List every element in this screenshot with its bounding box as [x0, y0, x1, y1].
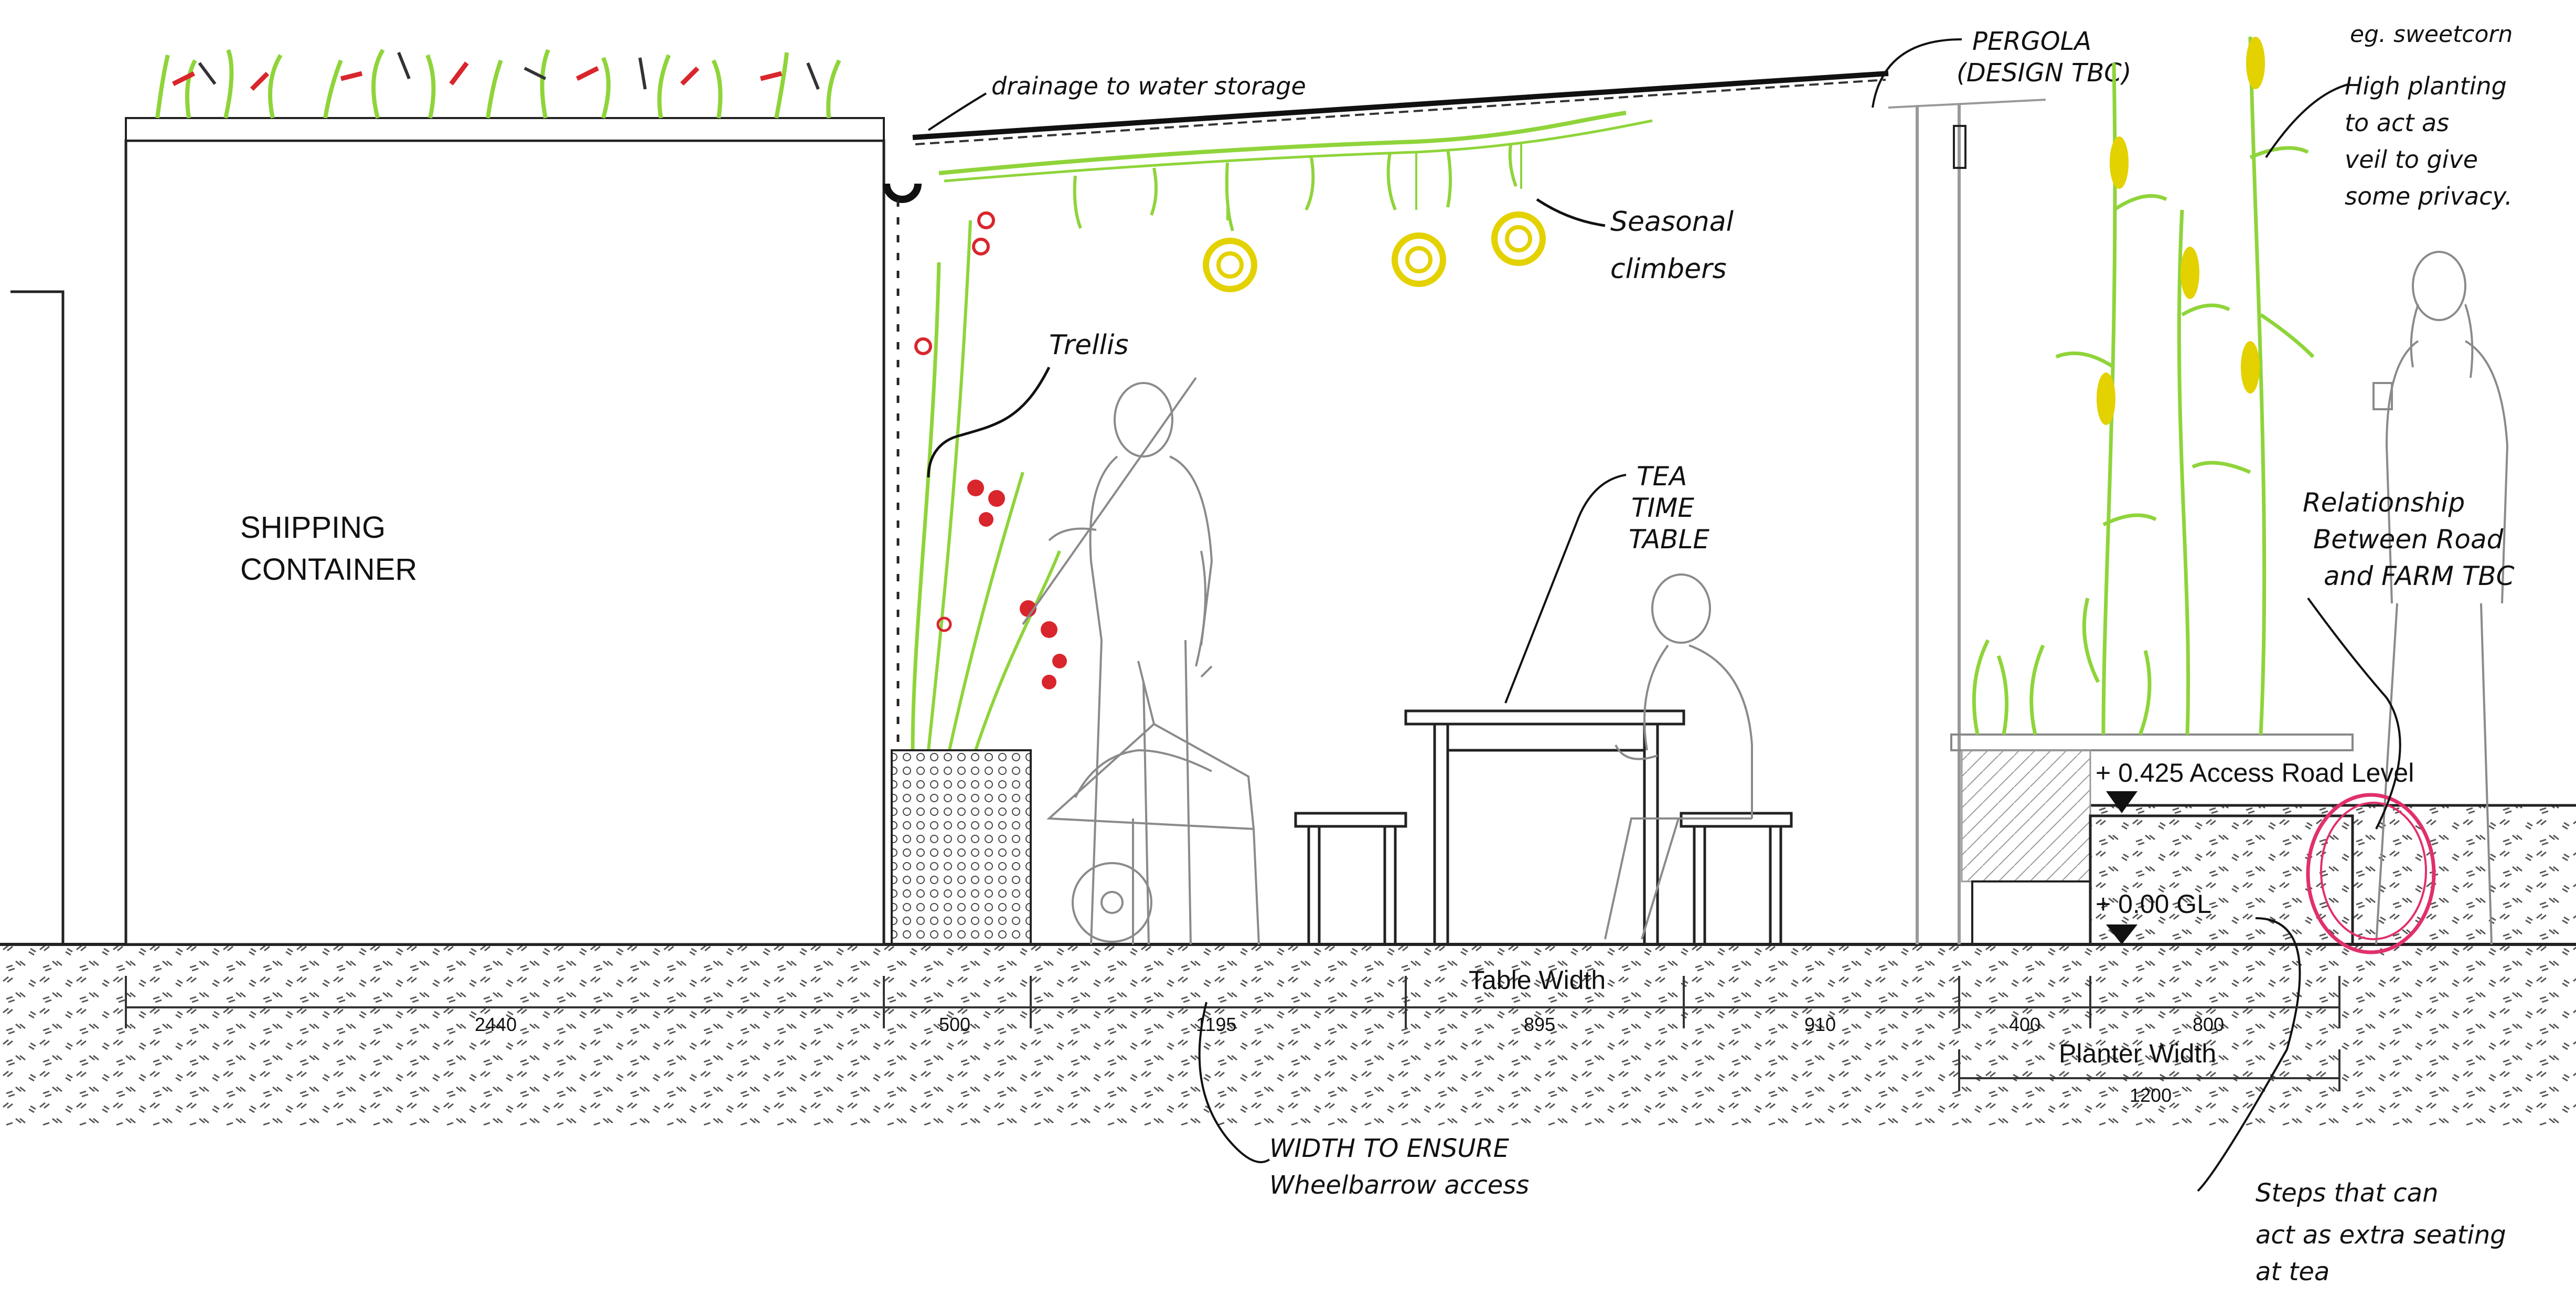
- dim-895: 895: [1524, 1014, 1555, 1035]
- dim-1200: 1200: [2130, 1084, 2172, 1106]
- high-planting-label-3: veil to give: [2345, 145, 2478, 174]
- planter-box: [891, 749, 1032, 945]
- tea-table-label-3: TABLE: [1629, 524, 1709, 555]
- sweetcorn-label: eg. sweetcorn: [2350, 21, 2513, 48]
- climbers-label-2: climbers: [1610, 253, 1727, 285]
- shipping-container: SHIPPING CONTAINER: [10, 48, 885, 946]
- drainage-label: drainage to water storage: [991, 72, 1306, 100]
- wheelbarrow: [1046, 661, 1260, 945]
- pergola-label-1: PERGOLA: [1972, 27, 2091, 56]
- dim-planter-width: Planter Width: [2059, 1039, 2216, 1068]
- pergola-structure: [883, 71, 2046, 944]
- access-road-level: + 0.425 Access Road Level: [2096, 758, 2414, 788]
- dim-500: 500: [939, 1014, 970, 1035]
- dim-400: 400: [2009, 1014, 2040, 1035]
- relationship-label-1: Relationship: [2303, 487, 2465, 518]
- dim-2440: 2440: [475, 1014, 517, 1035]
- ground-level: + 0.00 GL: [2096, 889, 2211, 919]
- high-planting-label-2: to act as: [2345, 109, 2449, 137]
- gardener-figure: [1022, 377, 1213, 945]
- trellis-label: Trellis: [1049, 329, 1129, 361]
- high-planting-label-4: some privacy.: [2345, 182, 2513, 210]
- standing-figure: [2372, 251, 2509, 945]
- container-label-2: CONTAINER: [240, 552, 417, 587]
- raised-planter: [1950, 733, 2354, 945]
- dim-910: 910: [1804, 1014, 1836, 1035]
- climber-flower-3: [1491, 211, 1546, 266]
- relationship-label-3: and FARM TBC: [2324, 561, 2515, 591]
- road-farm-circle: [2306, 793, 2436, 954]
- dimension-lines: [125, 976, 2340, 1091]
- trellis-plants: [911, 211, 1067, 751]
- seated-figure: [1604, 573, 1753, 940]
- wheelbarrow-label-1: WIDTH TO ENSURE: [1269, 1134, 1510, 1163]
- bench-right: [1680, 812, 1793, 944]
- dim-800: 800: [2193, 1014, 2224, 1035]
- steps-label-2: act as extra seating: [2256, 1220, 2506, 1250]
- climber-flower-2: [1392, 232, 1446, 287]
- dim-table-width: Table Width: [1469, 965, 1606, 995]
- tea-table-label-2: TIME: [1631, 493, 1694, 523]
- climbers-label-1: Seasonal: [1610, 206, 1734, 238]
- sweetcorn-plants: [1972, 36, 2315, 736]
- tea-table-label-1: TEA: [1637, 461, 1687, 492]
- tea-table: [1404, 709, 1685, 944]
- steps-label-1: Steps that can: [2256, 1178, 2439, 1208]
- seasonal-climbers: [938, 111, 1653, 292]
- wheelbarrow-label-2: Wheelbarrow access: [1269, 1171, 1529, 1200]
- steps-label-3: at tea: [2256, 1257, 2329, 1286]
- container-label-1: SHIPPING: [240, 511, 386, 545]
- corn-cobs: [2097, 37, 2265, 425]
- level-markers: [2106, 791, 2137, 944]
- relationship-label-2: Between Road: [2313, 524, 2504, 555]
- bench-left: [1294, 812, 1407, 944]
- high-planting-label-1: High planting: [2345, 72, 2507, 100]
- pergola-label-2: (DESIGN TBC): [1957, 58, 2132, 88]
- climber-flower-1: [1203, 238, 1257, 292]
